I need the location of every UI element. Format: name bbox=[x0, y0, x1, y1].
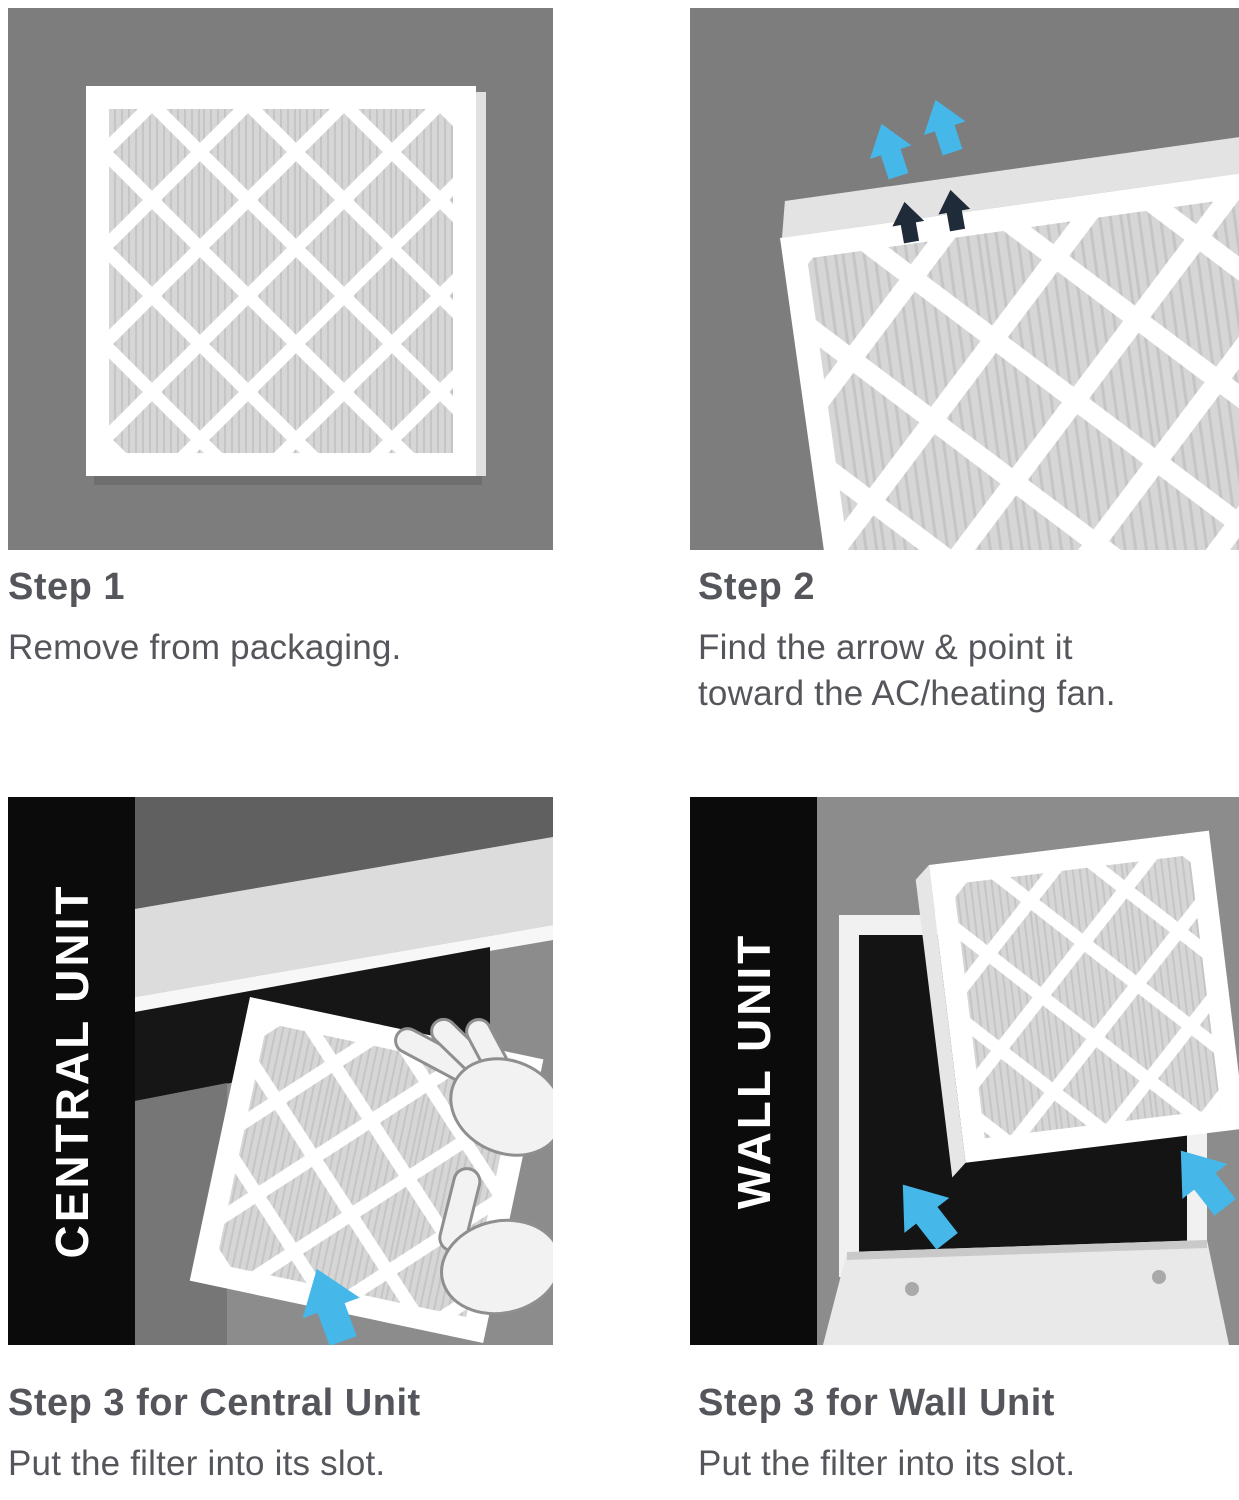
step2-title: Step 2 bbox=[698, 566, 816, 608]
upper-hand bbox=[394, 1017, 553, 1157]
step1-title: Step 1 bbox=[8, 566, 126, 608]
filter bbox=[915, 830, 1239, 1178]
step2-caption: Step 2 Find the arrow & point it toward … bbox=[698, 566, 1239, 716]
central-unit-band: CENTRAL UNIT bbox=[8, 797, 135, 1345]
step3-wall-description: Put the filter into its slot. bbox=[698, 1444, 1076, 1483]
filter-top-edge bbox=[781, 126, 1239, 238]
lower-hand bbox=[438, 1167, 553, 1316]
vent-door-edge bbox=[847, 1240, 1207, 1260]
step3-central-panel: CENTRAL UNIT bbox=[8, 797, 553, 1345]
step1-description: Remove from packaging. bbox=[8, 628, 402, 667]
step3-central-description: Put the filter into its slot. bbox=[8, 1444, 386, 1483]
step1-caption: Step 1 Remove from packaging. bbox=[8, 566, 557, 671]
screw-hole bbox=[1152, 1270, 1166, 1284]
step3-central-illustration bbox=[135, 797, 553, 1345]
filter-side-edge bbox=[915, 865, 966, 1178]
step3-central-title: Step 3 for Central Unit bbox=[8, 1382, 421, 1424]
step3-wall-caption: Step 3 for Wall Unit Put the filter into… bbox=[698, 1382, 1239, 1487]
step3-wall-panel: WALL UNIT bbox=[690, 797, 1239, 1345]
filter-mesh bbox=[807, 181, 1239, 550]
step1-panel bbox=[8, 8, 553, 550]
step2-illustration bbox=[690, 8, 1239, 550]
step2-description: Find the arrow & point it toward the AC/… bbox=[698, 628, 1116, 713]
step3-wall-title: Step 3 for Wall Unit bbox=[698, 1382, 1055, 1424]
screw-hole bbox=[905, 1282, 919, 1296]
filter-side-edge bbox=[476, 92, 486, 476]
filter-mesh bbox=[109, 109, 453, 453]
filter-shadow bbox=[94, 476, 482, 485]
step2-panel bbox=[690, 8, 1239, 550]
filter-mesh bbox=[953, 855, 1221, 1139]
vent-door bbox=[823, 1240, 1229, 1345]
duct-lip bbox=[135, 925, 553, 1012]
wall-unit-band: WALL UNIT bbox=[690, 797, 817, 1345]
central-unit-band-label: CENTRAL UNIT bbox=[45, 883, 98, 1259]
step3-central-caption: Step 3 for Central Unit Put the filter i… bbox=[8, 1382, 557, 1487]
step1-illustration bbox=[8, 8, 553, 550]
duct-band bbox=[135, 837, 553, 997]
step3-wall-illustration bbox=[817, 797, 1239, 1345]
tilted-filter bbox=[780, 126, 1239, 550]
furnace-top bbox=[135, 797, 553, 909]
wall-unit-band-label: WALL UNIT bbox=[727, 932, 780, 1210]
